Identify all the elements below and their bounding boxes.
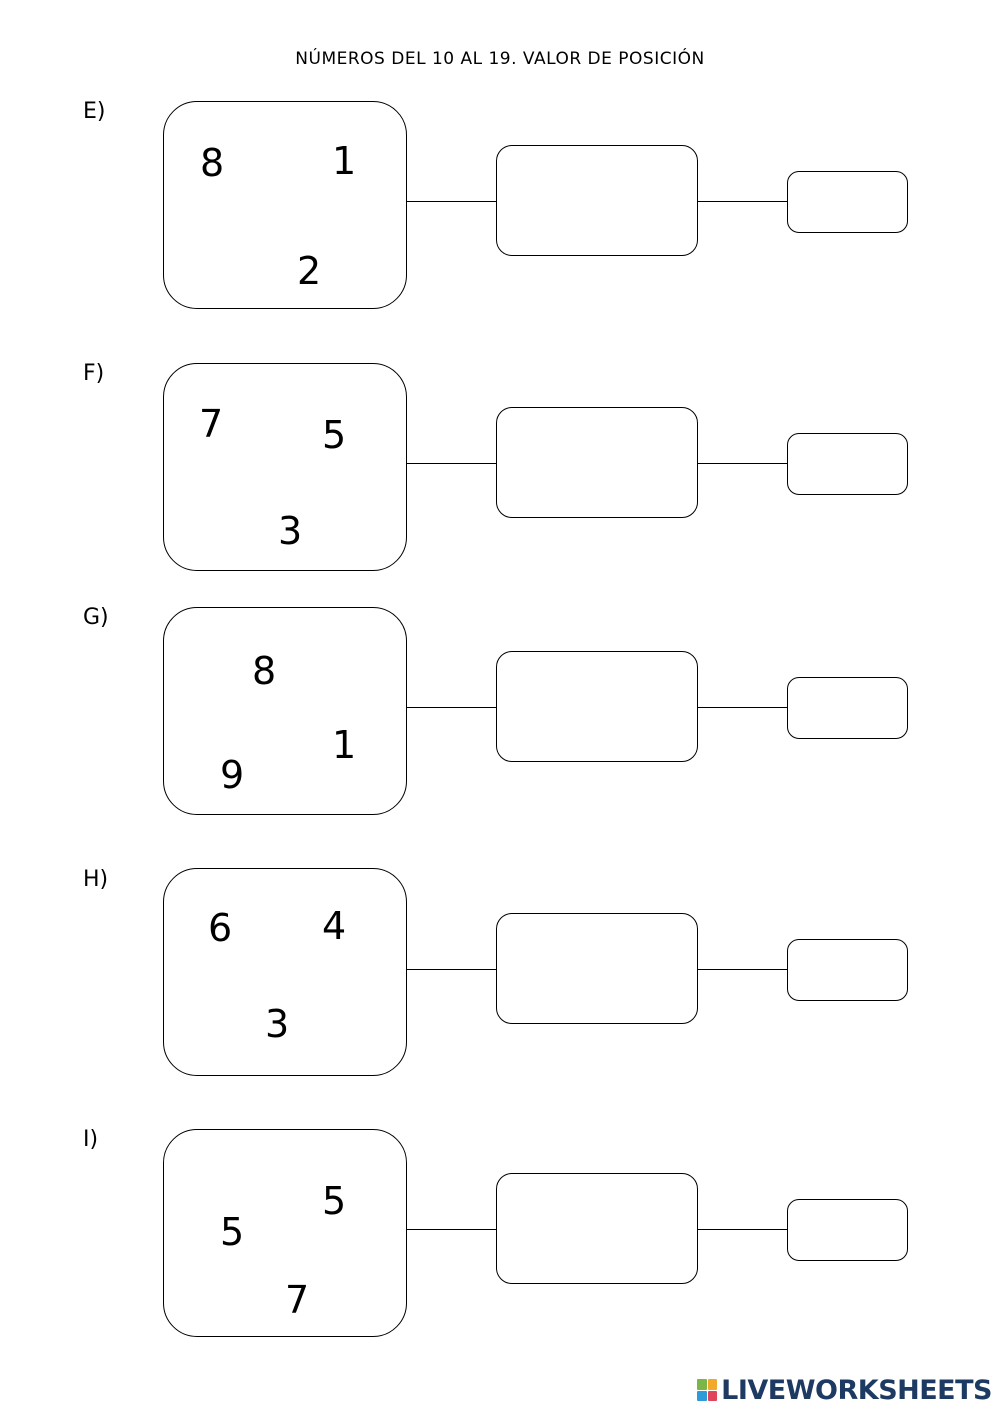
digit-box-e: 8 1 2 (163, 101, 407, 309)
digit: 6 (208, 906, 233, 950)
liveworksheets-brand: LIVEWORKSHEETS (697, 1374, 992, 1406)
answer-small-box-g[interactable] (787, 677, 908, 739)
connector-line (407, 463, 496, 464)
answer-small-box-f[interactable] (787, 433, 908, 495)
digit: 1 (332, 723, 357, 767)
answer-box-h[interactable] (496, 913, 698, 1024)
answer-box-g[interactable] (496, 651, 698, 762)
row-label-g: G) (83, 605, 109, 630)
digit-box-g: 8 1 9 (163, 607, 407, 815)
answer-small-box-e[interactable] (787, 171, 908, 233)
liveworksheets-logo-icon (697, 1379, 718, 1401)
connector-line (698, 1229, 787, 1230)
connector-line (698, 463, 787, 464)
digit: 2 (297, 249, 322, 293)
row-label-h: H) (83, 867, 109, 892)
digit: 1 (332, 139, 357, 183)
digit: 8 (252, 649, 277, 693)
connector-line (407, 707, 496, 708)
connector-line (407, 201, 496, 202)
worksheet-title: NÚMEROS DEL 10 AL 19. VALOR DE POSICIÓN (295, 49, 705, 69)
digit-box-h: 6 4 3 (163, 868, 407, 1076)
answer-small-box-h[interactable] (787, 939, 908, 1001)
connector-line (698, 201, 787, 202)
connector-line (407, 1229, 496, 1230)
answer-box-e[interactable] (496, 145, 698, 256)
digit: 8 (200, 141, 225, 185)
answer-small-box-i[interactable] (787, 1199, 908, 1261)
digit-box-f: 7 5 3 (163, 363, 407, 571)
digit: 5 (322, 413, 347, 457)
digit: 7 (285, 1278, 310, 1322)
digit: 3 (278, 509, 303, 553)
digit: 5 (322, 1179, 347, 1223)
row-label-e: E) (83, 99, 106, 124)
digit: 3 (265, 1002, 290, 1046)
brand-name: LIVEWORKSHEETS (721, 1374, 992, 1406)
row-label-i: I) (83, 1127, 99, 1152)
digit-box-i: 5 5 7 (163, 1129, 407, 1337)
digit: 5 (220, 1210, 245, 1254)
digit: 7 (199, 402, 224, 446)
digit: 4 (322, 904, 347, 948)
answer-box-f[interactable] (496, 407, 698, 518)
row-label-f: F) (83, 361, 105, 386)
connector-line (698, 969, 787, 970)
digit: 9 (220, 753, 245, 797)
connector-line (698, 707, 787, 708)
connector-line (407, 969, 496, 970)
answer-box-i[interactable] (496, 1173, 698, 1284)
